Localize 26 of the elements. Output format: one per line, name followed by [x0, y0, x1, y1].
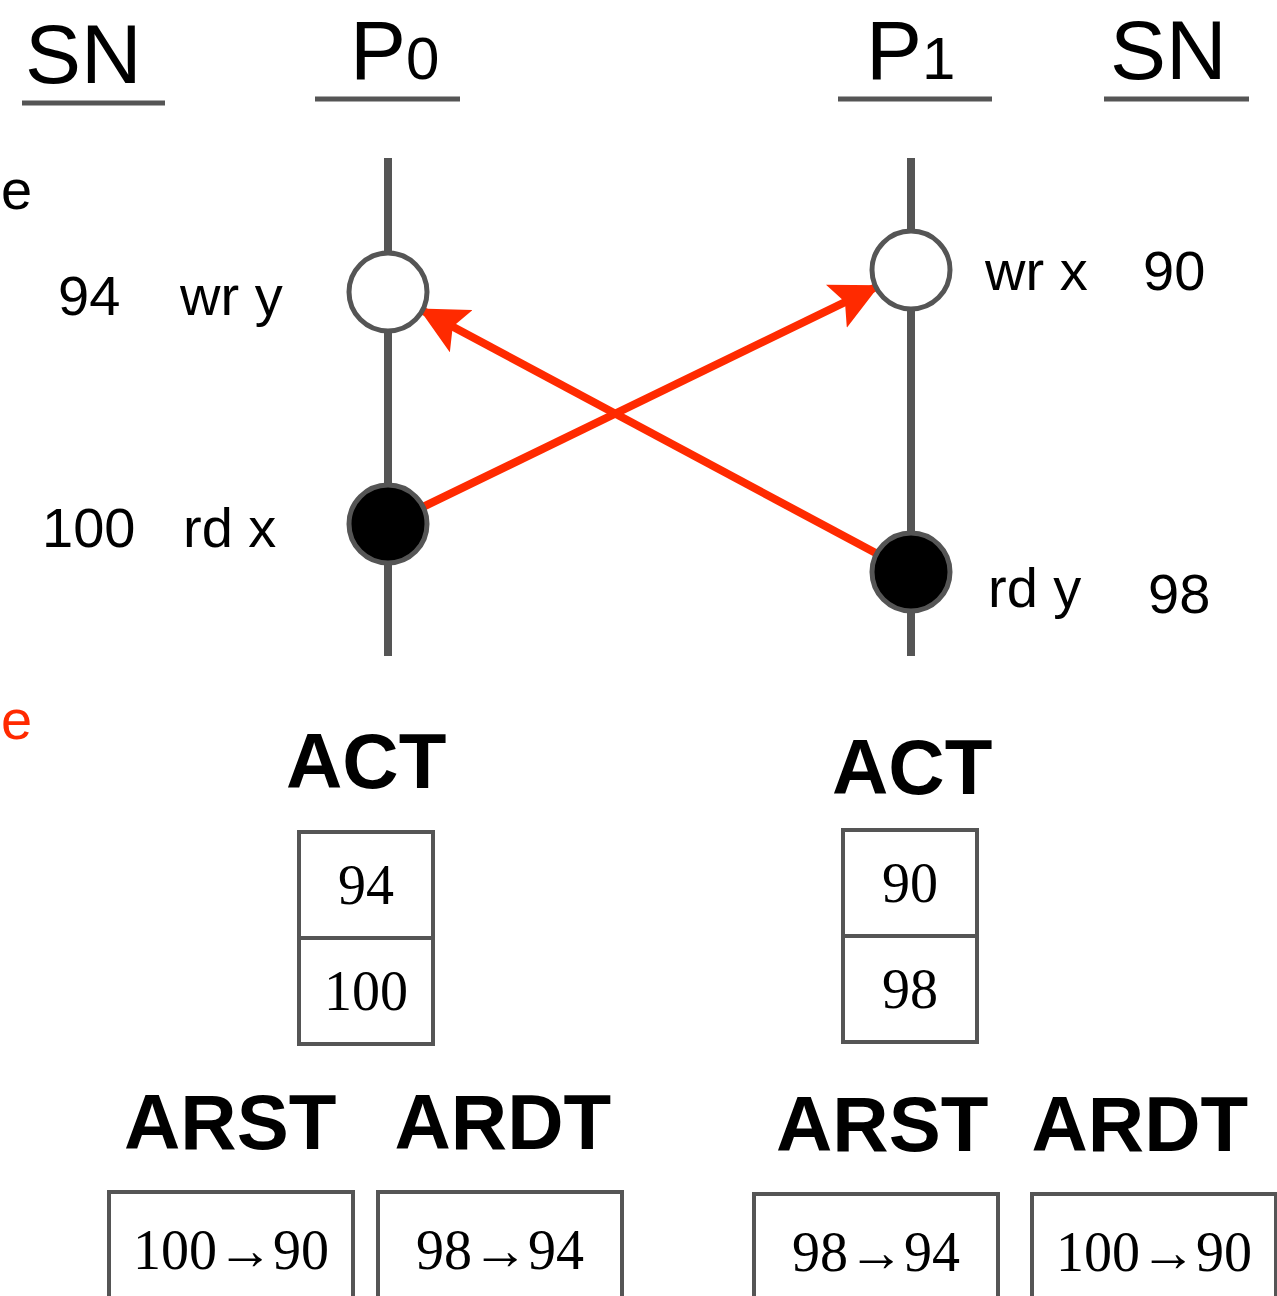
sequence-number: 100	[42, 500, 136, 556]
table-heading: ARST	[124, 1083, 337, 1161]
table-cell: 100→90	[1030, 1192, 1277, 1296]
table-cell: 98→94	[752, 1192, 1000, 1296]
text-fragment: e	[1, 692, 33, 748]
operation-label: wr x	[985, 243, 1088, 299]
read-event-dot	[346, 482, 430, 566]
sequence-number: 90	[1143, 243, 1206, 299]
text-fragment: e	[1, 162, 33, 218]
table-heading: ACT	[286, 722, 447, 800]
column-header: SN	[1110, 8, 1227, 92]
operation-label: rd x	[183, 500, 277, 556]
table-heading: ACT	[832, 728, 993, 806]
column-header: SN	[25, 12, 142, 96]
sequence-number: 98	[1148, 566, 1211, 622]
write-event-circle	[869, 228, 953, 312]
read-event-dot	[869, 530, 953, 614]
table-cell: 100→90	[107, 1190, 355, 1296]
write-event-circle	[346, 250, 430, 334]
table-heading: ARDT	[394, 1083, 612, 1161]
table-heading: ARDT	[1031, 1085, 1249, 1163]
table-cell: 98→94	[376, 1190, 624, 1296]
timeline-line	[907, 309, 915, 533]
timeline-line	[384, 331, 392, 485]
sequence-number: 94	[58, 268, 121, 324]
table-heading: ARST	[776, 1085, 989, 1163]
